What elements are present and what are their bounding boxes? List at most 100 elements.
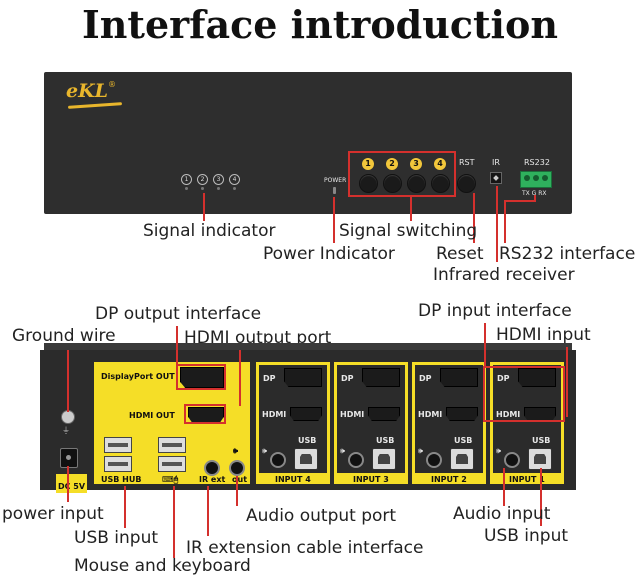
input-4-label: INPUT 4 xyxy=(275,475,311,484)
callout-line-dp-input xyxy=(484,323,486,368)
back-panel-top xyxy=(44,343,572,353)
input-2-hdmi-port[interactable] xyxy=(446,407,478,421)
signal-indicator-2: 2 xyxy=(197,174,208,185)
input-1-video-frame xyxy=(483,366,565,422)
usb-hub-label: USB HUB xyxy=(101,475,142,484)
label-ir-extension: IR extension cable interface xyxy=(186,538,424,558)
input-3-usb-label: USB xyxy=(376,436,395,445)
callout-line-dp-output xyxy=(176,326,178,366)
input-1-label: INPUT 1 xyxy=(509,475,545,484)
input-4-speaker-icon: 🕪 xyxy=(262,446,268,455)
switch-button-2[interactable] xyxy=(383,174,402,193)
switch-button-3[interactable] xyxy=(407,174,426,193)
input-1-hdmi-label: HDMI xyxy=(496,410,521,419)
callout-line-ir xyxy=(496,186,498,262)
callout-line-power xyxy=(333,197,335,243)
switch-number-4: 4 xyxy=(434,158,446,170)
indicator-led-1 xyxy=(185,187,188,190)
power-label: POWER xyxy=(324,177,347,184)
dp-output-port[interactable] xyxy=(180,367,224,388)
ground-screw-icon xyxy=(61,410,75,424)
callout-line-hdmi-input xyxy=(566,347,568,417)
rs232-label: RS232 xyxy=(524,158,550,167)
usb-hub-port-2[interactable] xyxy=(104,456,132,472)
input-4-dp-label: DP xyxy=(263,374,276,383)
input-4-hdmi-label: HDMI xyxy=(262,410,287,419)
label-power-input: power input xyxy=(2,504,104,524)
input-3-usb-port[interactable] xyxy=(372,448,396,470)
callout-line-reset xyxy=(473,193,475,243)
input-4-usb-label: USB xyxy=(298,436,317,445)
label-infrared-receiver: Infrared receiver xyxy=(433,265,575,285)
input-3-hdmi-label: HDMI xyxy=(340,410,365,419)
audio-out-jack[interactable] xyxy=(229,460,245,476)
brand-registered-mark: ® xyxy=(107,80,116,89)
label-power-indicator: Power Indicator xyxy=(263,244,395,264)
ir-ext-label: IR ext xyxy=(199,475,226,484)
rst-label: RST xyxy=(459,158,475,167)
label-dp-output-interface: DP output interface xyxy=(95,304,262,324)
input-2-dp-port[interactable] xyxy=(440,368,478,387)
input-1-audio-jack[interactable] xyxy=(504,452,520,468)
hdmi-output-frame xyxy=(184,404,226,424)
dc-jack[interactable] xyxy=(60,448,78,468)
callout-line-mouse-keyboard xyxy=(173,486,175,558)
input-3-dp-port[interactable] xyxy=(362,368,400,387)
input-1-usb-port[interactable] xyxy=(528,448,552,470)
label-usb-input: USB input xyxy=(74,528,159,548)
callout-line-ir-ext xyxy=(207,486,209,536)
audio-out-label: out xyxy=(232,475,248,484)
callout-line-audio-out xyxy=(236,476,238,506)
label-ground-wire: Ground wire xyxy=(12,326,116,346)
callout-line-rs232-stub xyxy=(534,195,536,202)
callout-line-power-input xyxy=(67,466,69,502)
input-1-usb-label: USB xyxy=(532,436,551,445)
label-signal-switching: Signal switching xyxy=(339,221,478,241)
input-1-speaker-icon: 🕪 xyxy=(496,446,502,455)
rs232-terminal[interactable] xyxy=(520,171,552,188)
label-mouse-keyboard: Mouse and keyboard xyxy=(74,556,251,576)
input-1-dp-port[interactable] xyxy=(518,368,556,387)
label-rs232-interface: RS232 interface xyxy=(499,244,636,264)
usb-keyboard-port-1[interactable] xyxy=(158,437,186,453)
ir-ext-jack[interactable] xyxy=(204,460,220,476)
input-2-hdmi-label: HDMI xyxy=(418,410,443,419)
signal-indicator-4: 4 xyxy=(229,174,240,185)
dc-label-box: DC 5V xyxy=(56,474,88,493)
input-3-audio-jack[interactable] xyxy=(348,452,364,468)
power-led xyxy=(333,187,336,194)
label-dp-input-interface: DP input interface xyxy=(418,301,572,321)
input-2-audio-jack[interactable] xyxy=(426,452,442,468)
input-1-dp-label: DP xyxy=(497,374,510,383)
callout-line-hdmi-output xyxy=(239,350,241,406)
input-2-dp-label: DP xyxy=(419,374,432,383)
input-2-usb-port[interactable] xyxy=(450,448,474,470)
callout-line-usb-input xyxy=(124,486,126,528)
switch-button-4[interactable] xyxy=(431,174,450,193)
front-panel xyxy=(44,72,572,214)
usb-hub-port-1[interactable] xyxy=(104,437,132,453)
brand-logo: eKL® xyxy=(66,80,116,102)
reset-button[interactable] xyxy=(457,174,476,193)
callout-line-usb-input-right xyxy=(540,468,542,526)
usb-keyboard-port-2[interactable] xyxy=(158,456,186,472)
input-4-dp-port[interactable] xyxy=(284,368,322,387)
label-reset: Reset xyxy=(436,244,484,264)
label-audio-input: Audio input xyxy=(453,504,551,524)
switch-number-2: 2 xyxy=(386,158,398,170)
input-4-usb-port[interactable] xyxy=(294,448,318,470)
input-2-label: INPUT 2 xyxy=(431,475,467,484)
signal-indicator-3: 3 xyxy=(213,174,224,185)
input-4-audio-jack[interactable] xyxy=(270,452,286,468)
signal-indicator-1: 1 xyxy=(181,174,192,185)
dp-output-frame xyxy=(176,364,226,390)
label-signal-indicator: Signal indicator xyxy=(143,221,276,241)
label-usb-input-right: USB input xyxy=(484,526,569,546)
input-4-hdmi-port[interactable] xyxy=(290,407,322,421)
callout-line-rs232-h xyxy=(504,200,534,202)
callout-line-ground xyxy=(67,350,69,412)
input-3-hdmi-port[interactable] xyxy=(368,407,400,421)
input-2-usb-label: USB xyxy=(454,436,473,445)
switching-highlight-frame xyxy=(348,151,456,197)
switch-button-1[interactable] xyxy=(359,174,378,193)
